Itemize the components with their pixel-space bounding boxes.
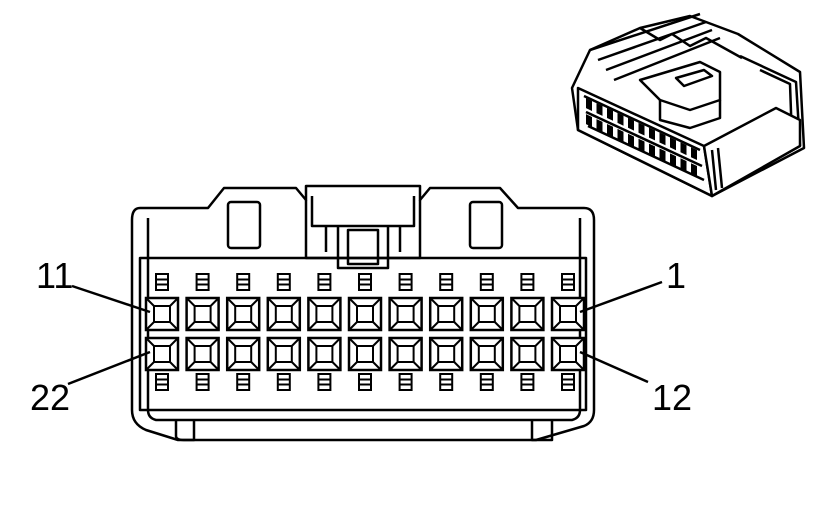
pin-label-22: 22: [30, 377, 70, 418]
leader-pin-11: [71, 284, 151, 314]
tab-bottom: [561, 373, 575, 391]
pin-cavity: [266, 336, 302, 372]
leader-pin-12: [579, 350, 649, 384]
tab-top: [276, 273, 291, 291]
connector-isometric-view: [570, 12, 806, 198]
tab-bottom: [155, 373, 169, 391]
pin-cavity: [550, 296, 586, 332]
pin-cavity: [225, 336, 261, 372]
tab-bottom: [520, 373, 535, 391]
pin-cavity: [144, 296, 180, 332]
tab-top: [195, 273, 210, 291]
tab-bottom: [317, 373, 332, 391]
leader-pin-1: [579, 280, 663, 314]
pin-cavity: [144, 336, 180, 372]
pin-cavity: [185, 296, 220, 332]
pin-cavity: [347, 336, 383, 372]
tab-top: [358, 273, 372, 291]
pin-cavity: [469, 336, 505, 372]
pin-cavity: [428, 296, 464, 332]
tab-bottom: [358, 373, 372, 391]
pin-cavity: [550, 336, 586, 372]
tab-top: [439, 273, 454, 291]
pin-cavity: [510, 336, 545, 372]
leader-pin-22: [67, 350, 151, 386]
tab-top: [520, 273, 535, 291]
pin-cavity: [307, 296, 342, 332]
tab-bottom: [398, 373, 413, 391]
pin-cavity: [307, 336, 342, 372]
cavity-grid: [144, 273, 586, 391]
tab-bottom: [439, 373, 454, 391]
tab-top: [561, 273, 575, 291]
tab-bottom: [479, 373, 494, 391]
pin-cavity: [185, 336, 220, 372]
tab-top: [479, 273, 494, 291]
pin-label-11: 11: [36, 255, 73, 296]
pin-cavity: [347, 296, 383, 332]
pin-cavity: [225, 296, 261, 332]
tab-top: [155, 273, 169, 291]
tab-top: [398, 273, 413, 291]
pin-leader-lines: [67, 280, 663, 386]
tab-bottom: [236, 373, 251, 391]
pin-cavity: [428, 336, 464, 372]
tab-bottom: [276, 373, 291, 391]
tab-bottom: [195, 373, 210, 391]
pin-cavity: [469, 296, 505, 332]
pin-label-12: 12: [652, 377, 692, 418]
pin-cavity: [388, 336, 423, 372]
tab-top: [317, 273, 332, 291]
pin-label-1: 1: [666, 255, 686, 296]
pin-cavity: [388, 296, 423, 332]
pin-cavity: [266, 296, 302, 332]
tab-top: [236, 273, 251, 291]
pin-cavity: [510, 296, 545, 332]
